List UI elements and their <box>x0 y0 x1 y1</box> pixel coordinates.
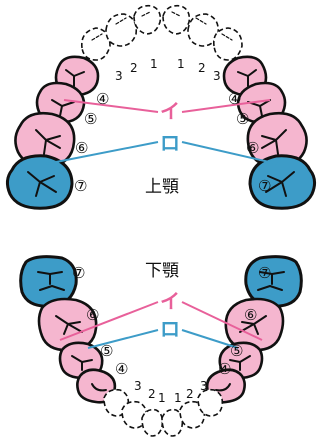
upper-incisor-number: 3 <box>115 69 123 83</box>
lower-left-molar-number: ⑦ <box>72 264 85 282</box>
upper-jaw: 3 2 1 1 2 3 ④ ⑤ ⑥ ⑦ ④ ⑤ ⑥ ⑦ イ ロ 上顎 <box>5 4 317 210</box>
lower-label-i: イ <box>160 289 180 313</box>
lower-right-molar-number: ⑤ <box>230 342 243 360</box>
upper-left-molar-number: ④ <box>96 90 109 108</box>
lower-left-molars <box>19 255 117 404</box>
upper-right-molars <box>222 55 317 210</box>
upper-jaw-label: 上顎 <box>145 177 179 197</box>
lower-left-molar-number: ⑥ <box>86 306 99 324</box>
upper-blue-leader-left <box>45 141 159 165</box>
upper-front-teeth <box>80 4 243 61</box>
lower-incisor-number: 2 <box>148 387 156 401</box>
lower-right-molar-number: ⑦ <box>258 264 271 282</box>
upper-incisor-number: 1 <box>177 57 185 71</box>
upper-left-molar-number: ⑦ <box>74 177 87 195</box>
lower-left-molar-number: ④ <box>115 360 128 378</box>
lower-incisor-number: 1 <box>174 391 182 405</box>
upper-pink-leader-right <box>181 99 271 113</box>
upper-incisor-number: 1 <box>150 57 158 71</box>
upper-right-molar-number: ⑤ <box>236 110 249 128</box>
lower-pink-leader-left <box>59 301 159 341</box>
upper-label-i: イ <box>160 99 180 123</box>
upper-blue-leader-right <box>181 141 279 165</box>
lower-blue-leader-right <box>181 329 239 349</box>
upper-incisor-number: 3 <box>213 69 221 83</box>
lower-right-molars <box>205 255 303 404</box>
upper-label-ro: ロ <box>160 131 180 155</box>
upper-incisor-number: 2 <box>130 61 138 75</box>
upper-right-molar-number: ⑥ <box>246 139 259 157</box>
lower-incisor-number: 2 <box>186 387 194 401</box>
lower-incisor-number: 3 <box>134 379 142 393</box>
upper-pink-leader-left <box>63 99 159 113</box>
upper-incisor-number: 2 <box>198 61 206 75</box>
upper-left-molar-number: ⑥ <box>75 139 88 157</box>
lower-right-molar-number: ⑥ <box>244 306 257 324</box>
lower-incisor-number: 3 <box>200 379 208 393</box>
upper-left-molar-number: ⑤ <box>84 110 97 128</box>
lower-front-teeth <box>103 388 224 437</box>
lower-pink-leader-right <box>181 301 263 341</box>
lower-jaw-label: 下顎 <box>145 261 179 281</box>
lower-incisor-number: 1 <box>158 391 166 405</box>
upper-right-molar-number: ④ <box>228 90 241 108</box>
upper-right-molar-number: ⑦ <box>258 177 271 195</box>
lower-label-ro: ロ <box>160 317 180 341</box>
lower-jaw: 3 2 1 1 2 3 ⑦ ⑥ ⑤ ④ ⑦ ⑥ ⑤ ④ 下顎 イ ロ <box>19 255 303 437</box>
lower-left-molar-number: ⑤ <box>100 342 113 360</box>
lower-blue-leader-left <box>87 329 159 349</box>
lower-right-molar-number: ④ <box>218 360 231 378</box>
upper-left-molars <box>5 55 100 210</box>
